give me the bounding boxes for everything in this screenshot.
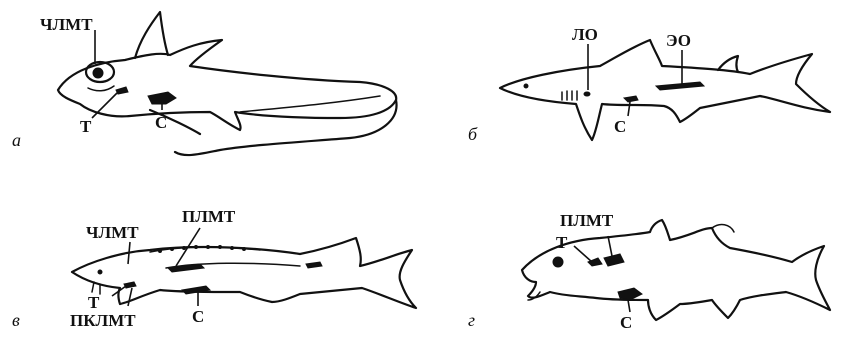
organ-eo bbox=[656, 82, 704, 90]
sturgeon-drawing bbox=[72, 238, 416, 308]
label-chlmt: ЧЛМТ bbox=[40, 15, 93, 34]
label-s: С bbox=[192, 307, 204, 326]
panel-letter-b: б bbox=[468, 124, 478, 144]
organ-s bbox=[148, 92, 176, 104]
organ-s bbox=[624, 96, 638, 102]
label-s: С bbox=[614, 117, 626, 136]
organ-eo bbox=[306, 262, 322, 268]
label-s: С bbox=[155, 113, 167, 132]
organ-plmt bbox=[604, 254, 624, 266]
label-plmt: ПЛМТ bbox=[560, 211, 614, 230]
panel-a: ЧЛМТ Т С а bbox=[12, 12, 397, 155]
label-t: Т bbox=[80, 117, 92, 136]
label-pklmt: ПКЛМТ bbox=[70, 311, 136, 330]
panel-letter-d: г bbox=[468, 310, 475, 330]
organ-s bbox=[618, 288, 642, 300]
panel-b: ЛО ЭО С б bbox=[468, 25, 830, 144]
panel-d: ПЛМТ Т С г bbox=[468, 211, 830, 332]
panel-letter-c: в bbox=[12, 310, 20, 330]
label-eo: ЭО bbox=[666, 31, 691, 50]
gill-slits bbox=[562, 91, 577, 100]
label-lo: ЛО bbox=[572, 25, 598, 44]
label-t: Т bbox=[88, 293, 100, 312]
chimaera-drawing bbox=[58, 12, 397, 155]
label-t: Т bbox=[556, 233, 568, 252]
organ-lo bbox=[584, 92, 590, 96]
panel-c: ЧЛМТ ПЛМТ Т ПКЛМТ С в bbox=[12, 207, 416, 330]
label-plmt: ПЛМТ bbox=[182, 207, 236, 226]
label-s: С bbox=[620, 313, 632, 332]
organ-t bbox=[588, 258, 602, 266]
panel-letter-a: а bbox=[12, 130, 21, 150]
cod-drawing bbox=[522, 220, 830, 320]
label-chlmt: ЧЛМТ bbox=[86, 223, 139, 242]
shark-drawing bbox=[500, 40, 830, 140]
